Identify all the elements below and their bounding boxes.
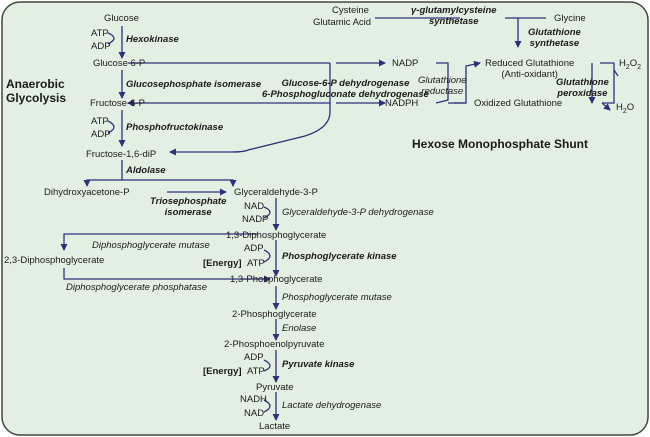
arrow-fbp-dhap — [83, 179, 122, 187]
cofactor-nadh-2: NADH — [240, 394, 267, 405]
enzyme-pyruvate-kinase: Pyruvate kinase — [282, 359, 355, 370]
enzyme-triosephosphate-isomerase: Triosephosphate isomerase — [150, 196, 227, 218]
enzyme-gapdh: Glyceraldehyde-3-P dehydrogenase — [282, 207, 434, 218]
node-1-3-phosphoglycerate: 1,3-Phosphoglycerate — [230, 274, 323, 285]
node-2-3-diphosphoglycerate: 2,3-Diphosphoglycerate — [4, 255, 105, 266]
enzyme-glucosephosphate-isomerase: Glucosephosphate isomerase — [126, 79, 262, 90]
enzyme-diphosphoglycerate-phosphatase: Diphosphoglycerate phosphatase — [66, 282, 208, 293]
enzyme-aldolase: Aldolase — [126, 165, 166, 176]
cofactor-nad-2: NAD — [244, 408, 265, 419]
node-pyruvate: Pyruvate — [256, 382, 294, 393]
cofactor-nadp-1: NADP — [242, 214, 269, 225]
enzyme-glutathione-peroxidase: Glutathione peroxidase — [556, 77, 609, 99]
node-2-phosphoenolpyruvate: 2-Phosphoenolpyruvate — [224, 339, 325, 350]
node-glucose-6-p: Glucose 6-P — [93, 58, 146, 69]
arrow-hexokinase-cofactor — [107, 32, 115, 45]
enzyme-diphosphoglycerate-mutase: Diphosphoglycerate mutase — [92, 240, 210, 251]
arrow-fbp-g3p — [122, 179, 237, 187]
node-fructose-1-6-dip: Fructose-1,6-diP — [86, 149, 157, 160]
node-h2o2: H2O2 — [619, 58, 642, 71]
label-energy-1: [Energy] — [203, 258, 242, 269]
node-glycine: Glycine — [554, 13, 586, 24]
enzyme-hexokinase: Hexokinase — [126, 34, 179, 45]
arrow-gapdh-cofactor — [263, 206, 271, 219]
enzyme-glutathione-synthetase: Glutathione synthetase — [528, 27, 581, 49]
cofactor-adp-2: ADP — [91, 129, 111, 140]
arrow-nadp-bracket — [435, 62, 449, 104]
arrow-gsh-oxidized — [600, 62, 615, 104]
enzyme-phosphoglycerate-kinase: Phosphoglycerate kinase — [282, 251, 397, 262]
arrow-shunt-fbp — [169, 103, 331, 156]
arrow-ldh-cofactor — [263, 399, 271, 413]
cofactor-atp-1: ATP — [91, 28, 109, 39]
node-glucose: Glucose — [104, 13, 139, 24]
cofactor-nad-1: NAD — [244, 201, 265, 212]
node-glutamic-acid: Glutamic Acid — [313, 17, 372, 28]
node-dihydroxyacetone-p: Dihydroxyacetone-P — [44, 187, 130, 198]
cofactor-atp-2: ATP — [91, 116, 109, 127]
node-oxidized-glutathione: Oxidized Glutathione — [474, 98, 563, 109]
enzyme-lactate-dehydrogenase: Lactate dehydrogenase — [282, 400, 382, 411]
arrow-pk-cofactor — [263, 359, 271, 372]
node-cysteine: Cysteine — [332, 5, 369, 16]
arrow-h2o2-in — [613, 69, 619, 77]
arrow-h2o-out — [601, 102, 611, 111]
title-anaerobic-glycolysis: Anaerobic Glycolysis — [6, 77, 67, 105]
node-lactate: Lactate — [259, 421, 291, 432]
node-1-3-diphosphoglycerate: 1,3-Diphosphoglycerate — [226, 230, 327, 241]
enzyme-phosphofructokinase: Phosphofructokinase — [126, 122, 224, 133]
node-2-phosphoglycerate: 2-Phosphoglycerate — [232, 309, 317, 320]
cofactor-nadph: NADPH — [385, 98, 419, 109]
cofactor-adp-4: ADP — [244, 352, 264, 363]
node-reduced-glutathione: Reduced Glutathione (Anti-oxidant) — [485, 58, 575, 80]
title-hmp-shunt: Hexose Monophosphate Shunt — [412, 137, 589, 151]
arrow-pfk-cofactor — [107, 120, 115, 134]
enzyme-enolase: Enolase — [282, 323, 317, 334]
enzyme-gamma-glutamylcysteine-synthetase: γ-glutamylcysteine synthetase — [411, 5, 497, 27]
arrow-bpg23-pg3 — [63, 268, 271, 283]
cofactor-atp-4: ATP — [247, 366, 265, 377]
node-glyceraldehyde-3-p: Glyceraldehyde-3-P — [234, 187, 318, 198]
cofactor-adp-3: ADP — [244, 243, 264, 254]
arrow-pgk-cofactor — [263, 249, 271, 263]
enzyme-glutathione-reductase: Glutathione reductase — [418, 75, 467, 97]
cofactor-adp-1: ADP — [91, 41, 111, 52]
enzyme-g6pd-6pgd: Glucose-6-P dehydrogenase 6-Phosphogluco… — [262, 78, 429, 100]
cofactor-atp-3: ATP — [247, 258, 265, 269]
enzyme-phosphoglycerate-mutase: Phosphoglycerate mutase — [282, 292, 392, 303]
cofactor-nadp: NADP — [392, 58, 419, 69]
label-energy-2: [Energy] — [203, 366, 242, 377]
node-h2o: H2O — [616, 102, 635, 115]
arrow-bpg13-bpg23 — [60, 233, 258, 251]
node-fructose-6-p: Fructose-6-P — [90, 98, 145, 109]
